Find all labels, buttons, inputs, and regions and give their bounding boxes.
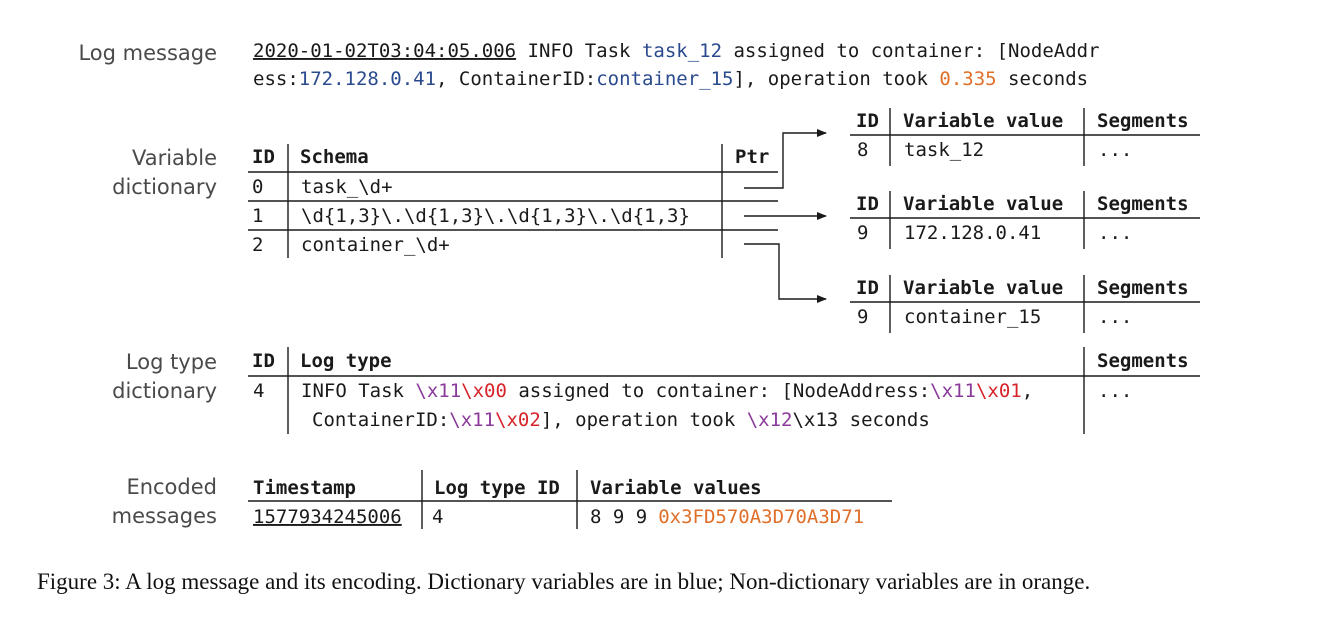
encoded-messages: Encoded messages Timestamp Log type ID V…: [112, 470, 892, 529]
var-dict-header-schema: Schema: [300, 146, 369, 168]
value-table-1-value: 172.128.0.41: [904, 222, 1041, 244]
value-table-0-segments: ...: [1098, 139, 1132, 161]
log-type-header-segments: Segments: [1097, 350, 1189, 372]
log-message-line-1: 2020-01-02T03:04:05.006 INFO Task task_1…: [253, 40, 1100, 62]
value-table-2-header-id: ID: [856, 277, 879, 299]
encoded-variable-values: 8 9 9 0x3FD570A3D70A3D71: [590, 506, 864, 528]
text-segment: \x11: [449, 409, 495, 431]
encoded-messages-label-1: Encoded: [126, 475, 217, 499]
encoded-dict-ids: 8 9 9: [590, 506, 647, 528]
log-type-row-line-2: ContainerID:\x11\x02], operation took \x…: [312, 409, 930, 431]
var-dict-row-2-id: 2: [252, 234, 263, 256]
text-segment: \x11: [930, 380, 976, 402]
text-segment: 172.128.0.41: [299, 68, 436, 90]
text-segment: seconds: [997, 68, 1089, 90]
encoded-log-type-id: 4: [432, 506, 443, 528]
log-type-header-id: ID: [252, 350, 275, 372]
value-table-2-id: 9: [857, 306, 868, 328]
var-dict-row-0-id: 0: [252, 176, 263, 198]
value-table-2-segments: ...: [1098, 306, 1132, 328]
text-segment: assigned to container: [NodeAddress:: [507, 380, 930, 402]
value-table-2: ID Variable value Segments 9 container_1…: [850, 275, 1200, 333]
text-segment: ,: [1022, 380, 1033, 402]
figure-caption: Figure 3: A log message and its encoding…: [37, 569, 1090, 594]
variable-dictionary-label-1: Variable: [132, 146, 217, 170]
text-segment: \x02: [495, 409, 541, 431]
value-table-0-id: 8: [857, 139, 868, 161]
log-type-row-id: 4: [253, 380, 264, 402]
var-dict-row-1-id: 1: [252, 205, 263, 227]
encoded-float-value: 0x3FD570A3D70A3D71: [658, 506, 864, 528]
log-message-label: Log message: [78, 41, 217, 65]
text-segment: \x12: [747, 409, 793, 431]
log-type-row-line-1: INFO Task \x11\x00 assigned to container…: [301, 380, 1033, 402]
encoded-messages-label-2: messages: [112, 504, 217, 528]
log-type-dictionary-label-1: Log type: [126, 350, 217, 374]
log-message-line-2: ess:172.128.0.41, ContainerID:container_…: [253, 68, 1088, 90]
log-type-header-log-type: Log type: [300, 350, 392, 372]
var-dict-header-id: ID: [252, 146, 275, 168]
value-table-1-header-value: Variable value: [903, 193, 1063, 215]
log-type-dictionary: Log type dictionary ID Log type Segments…: [112, 347, 1200, 434]
value-table-2-header-value: Variable value: [903, 277, 1063, 299]
variable-dictionary: Variable dictionary ID Schema Ptr 0 task…: [112, 129, 827, 303]
text-segment: ContainerID:: [312, 409, 449, 431]
var-dict-row-0-schema: task_\d+: [301, 176, 393, 198]
text-segment: assigned to container: [NodeAddr: [722, 40, 1100, 62]
value-table-0-header-segments: Segments: [1097, 110, 1189, 132]
value-table-1-segments: ...: [1098, 222, 1132, 244]
text-segment: container_15: [596, 68, 733, 90]
text-segment: 2020-01-02T03:04:05.006: [253, 40, 516, 62]
encoded-timestamp: 1577934245006: [253, 506, 402, 528]
text-segment: \x11: [415, 380, 461, 402]
text-segment: \x00: [461, 380, 507, 402]
value-table-0-value: task_12: [904, 139, 984, 161]
text-segment: , ContainerID:: [436, 68, 596, 90]
var-dict-row-1-schema: \d{1,3}\.\d{1,3}\.\d{1,3}\.\d{1,3}: [301, 205, 690, 227]
value-table-1-id: 9: [857, 222, 868, 244]
log-type-dictionary-label-2: dictionary: [112, 379, 217, 403]
variable-dictionary-label-2: dictionary: [112, 175, 217, 199]
log-type-row-segments: ...: [1098, 380, 1132, 402]
text-segment: ], operation took: [733, 68, 939, 90]
text-segment: \x13 seconds: [792, 409, 929, 431]
text-segment: task_12: [642, 40, 722, 62]
value-table-1: ID Variable value Segments 9 172.128.0.4…: [850, 191, 1200, 249]
pointer-arrow-row-0: [744, 129, 827, 189]
value-table-2-value: container_15: [904, 306, 1041, 328]
value-table-0-header-value: Variable value: [903, 110, 1063, 132]
value-table-0: ID Variable value Segments 8 task_12 ...: [850, 108, 1200, 166]
encoded-header-log-type-id: Log type ID: [434, 477, 560, 499]
pointer-arrow-row-2: [744, 243, 827, 303]
text-segment: 0.335: [939, 68, 996, 90]
text-segment: INFO Task: [301, 380, 415, 402]
encoded-header-timestamp: Timestamp: [253, 477, 356, 499]
encoded-header-variable-values: Variable values: [590, 477, 762, 499]
value-table-1-header-id: ID: [856, 193, 879, 215]
log-message-section: Log message 2020-01-02T03:04:05.006 INFO…: [78, 40, 1099, 90]
text-segment: \x01: [976, 380, 1022, 402]
var-dict-header-ptr: Ptr: [735, 146, 769, 168]
text-segment: ], operation took: [541, 409, 747, 431]
text-segment: INFO Task: [516, 40, 642, 62]
value-table-2-header-segments: Segments: [1097, 277, 1189, 299]
text-segment: ess:: [253, 68, 299, 90]
var-dict-row-2-schema: container_\d+: [301, 234, 450, 256]
value-table-1-header-segments: Segments: [1097, 193, 1189, 215]
value-table-0-header-id: ID: [856, 110, 879, 132]
